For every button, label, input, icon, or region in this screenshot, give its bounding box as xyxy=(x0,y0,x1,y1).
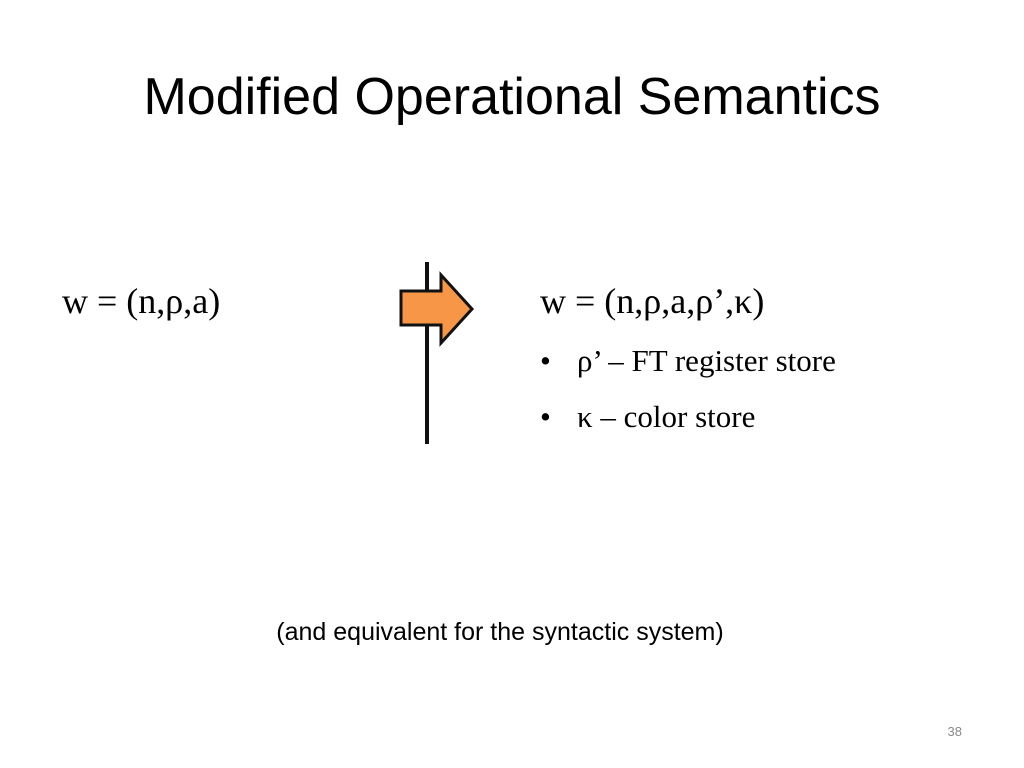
page-number: 38 xyxy=(947,724,962,739)
bullet-text: ρ’ – FT register store xyxy=(577,343,836,378)
bullet-marker: • xyxy=(540,399,551,434)
bullet-marker: • xyxy=(540,343,551,378)
slide-title: Modified Operational Semantics xyxy=(143,68,881,126)
footnote: (and equivalent for the syntactic system… xyxy=(276,618,724,646)
bullet-text: κ – color store xyxy=(577,399,756,434)
left-formula: w = (n,ρ,a) xyxy=(62,281,221,321)
definition-list: • ρ’ – FT register store • κ – color sto… xyxy=(540,340,836,452)
bullet-item-color-store: • κ – color store xyxy=(540,396,836,438)
right-formula: w = (n,ρ,a,ρ’,κ) xyxy=(540,281,765,321)
right-arrow-icon xyxy=(399,262,475,444)
bullet-item-register-store: • ρ’ – FT register store xyxy=(540,340,836,382)
